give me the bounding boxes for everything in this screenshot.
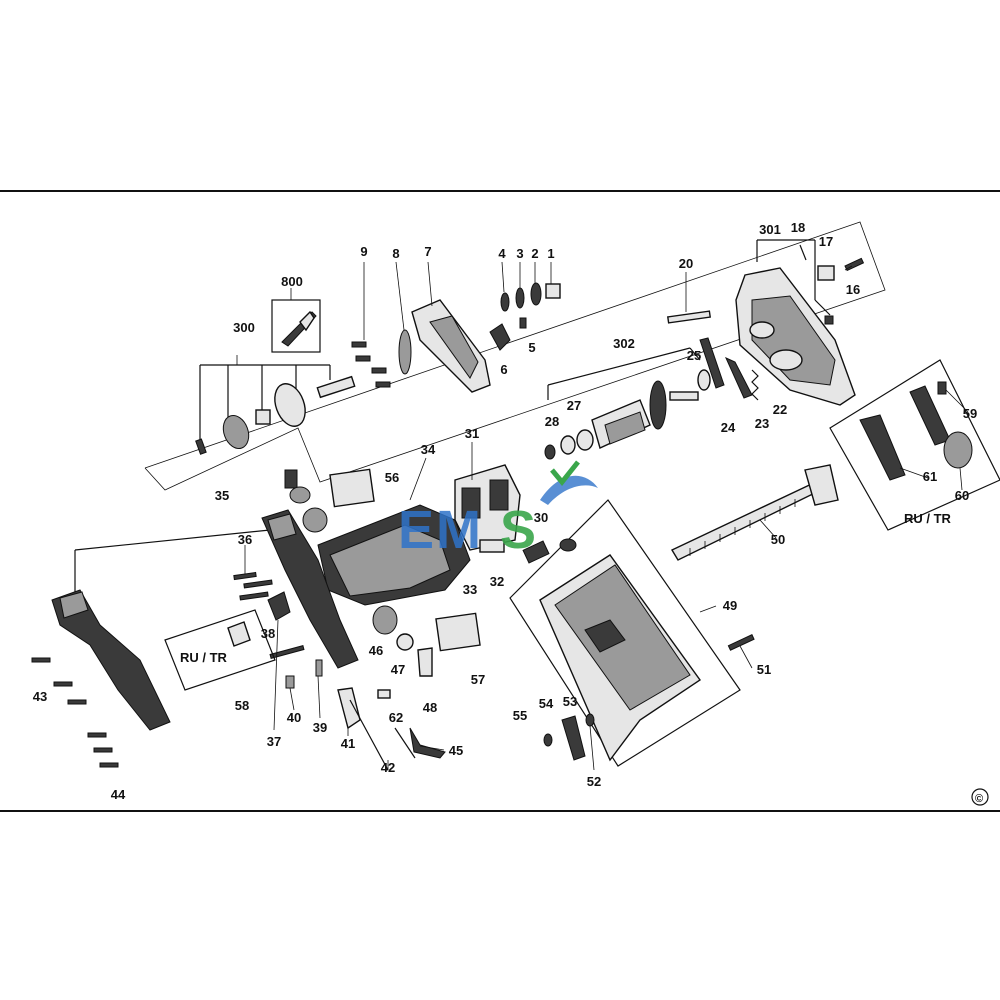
part-label-56: 56 <box>385 470 399 485</box>
ru-tr-box-left <box>164 609 276 691</box>
part-label-8: 8 <box>392 246 399 261</box>
part-label-27: 27 <box>567 398 581 413</box>
diagram-frame <box>0 190 1000 812</box>
ru-tr-box-right <box>829 359 1000 531</box>
part-label-40: 40 <box>287 710 301 725</box>
part-label-17: 17 <box>819 234 833 249</box>
part-label-47: 47 <box>391 662 405 677</box>
part-label-38: 38 <box>261 626 275 641</box>
part-label-39: 39 <box>313 720 327 735</box>
switch-knob <box>302 507 328 533</box>
part-label-300: 300 <box>233 320 255 335</box>
part-label-6: 6 <box>500 362 507 377</box>
part-label-36: 36 <box>238 532 252 547</box>
part-label-1: 1 <box>547 246 554 261</box>
watermark-letter-s: S <box>500 500 536 560</box>
gear-housing-301 <box>735 239 856 406</box>
armature-302 <box>544 347 701 460</box>
parts-37-to-45 <box>267 591 446 771</box>
part-label-22: 22 <box>773 402 787 417</box>
part-label-18: 18 <box>791 220 805 235</box>
gear-assembly-300 <box>195 364 356 455</box>
part-label-34: 34 <box>421 442 436 457</box>
part-label-60: 60 <box>955 488 969 503</box>
part-label-3: 3 <box>516 246 523 261</box>
base-plate-49 <box>509 499 741 767</box>
part-label-37: 37 <box>267 734 281 749</box>
part-label-48: 48 <box>423 700 437 715</box>
part-label-55: 55 <box>513 708 527 723</box>
parts-22-to-25 <box>697 337 759 401</box>
copyright-mark: © <box>975 793 983 805</box>
part-label-53: 53 <box>563 694 577 709</box>
part-label-49: 49 <box>723 598 737 613</box>
rip-fence-50 <box>671 464 839 561</box>
part-label-31: 31 <box>465 426 479 441</box>
region-tag-right: RU / TR <box>904 511 952 526</box>
part-800-box <box>271 299 321 353</box>
parts-7-8-9 <box>351 299 491 393</box>
screws-36-43-44 <box>31 571 273 768</box>
part-label-57: 57 <box>471 672 485 687</box>
region-tag-left: RU / TR <box>180 650 228 665</box>
parts-16-17-18 <box>799 244 865 281</box>
ems-watermark: E M S <box>398 460 598 560</box>
part-label-51: 51 <box>757 662 771 677</box>
label-plate-56 <box>329 468 375 508</box>
part-label-5: 5 <box>528 340 535 355</box>
part-label-44: 44 <box>111 787 126 802</box>
part-label-41: 41 <box>341 736 355 751</box>
leader-lines <box>236 261 969 771</box>
handle-35 <box>51 509 359 731</box>
part-label-45: 45 <box>449 743 463 758</box>
part-number-labels: 1234567891617182022232425272830313233343… <box>33 220 977 802</box>
part-label-9: 9 <box>360 244 367 259</box>
parts-1-to-6 <box>489 282 561 351</box>
part-label-4: 4 <box>498 246 506 261</box>
part-label-2: 2 <box>531 246 538 261</box>
label-plate-57 <box>435 612 481 652</box>
watermark-letter-m: M <box>436 500 481 560</box>
pin-20 <box>666 310 712 324</box>
upper-tray-outline <box>144 221 886 491</box>
watermark-letter-e: E <box>398 500 434 560</box>
part-label-35: 35 <box>215 488 229 503</box>
part-label-24: 24 <box>721 420 736 435</box>
part-label-301: 301 <box>759 222 781 237</box>
parts-46-47-48 <box>372 605 433 677</box>
watermark-leaf-icon <box>550 460 580 486</box>
part-label-61: 61 <box>923 469 937 484</box>
part-label-23: 23 <box>755 416 769 431</box>
part-label-43: 43 <box>33 689 47 704</box>
screw-near-34 <box>284 469 298 489</box>
part-label-30: 30 <box>534 510 548 525</box>
part-label-302: 302 <box>613 336 635 351</box>
part-label-58: 58 <box>235 698 249 713</box>
motor-housing <box>317 464 521 606</box>
parts-51-to-55 <box>543 634 755 761</box>
copyright-circle-icon <box>971 788 989 806</box>
part-label-25: 25 <box>687 348 701 363</box>
part-label-16: 16 <box>846 282 860 297</box>
part-label-62: 62 <box>389 710 403 725</box>
knob-near-34 <box>289 486 311 504</box>
part-label-800: 800 <box>281 274 303 289</box>
part-label-33: 33 <box>463 582 477 597</box>
watermark-swoosh-icon <box>540 475 598 505</box>
part-label-46: 46 <box>369 643 383 658</box>
part-label-28: 28 <box>545 414 559 429</box>
part-label-59: 59 <box>963 406 977 421</box>
part-label-7: 7 <box>424 244 431 259</box>
part-label-20: 20 <box>679 256 693 271</box>
part-label-54: 54 <box>539 696 554 711</box>
part-label-32: 32 <box>490 574 504 589</box>
part-label-52: 52 <box>587 774 601 789</box>
